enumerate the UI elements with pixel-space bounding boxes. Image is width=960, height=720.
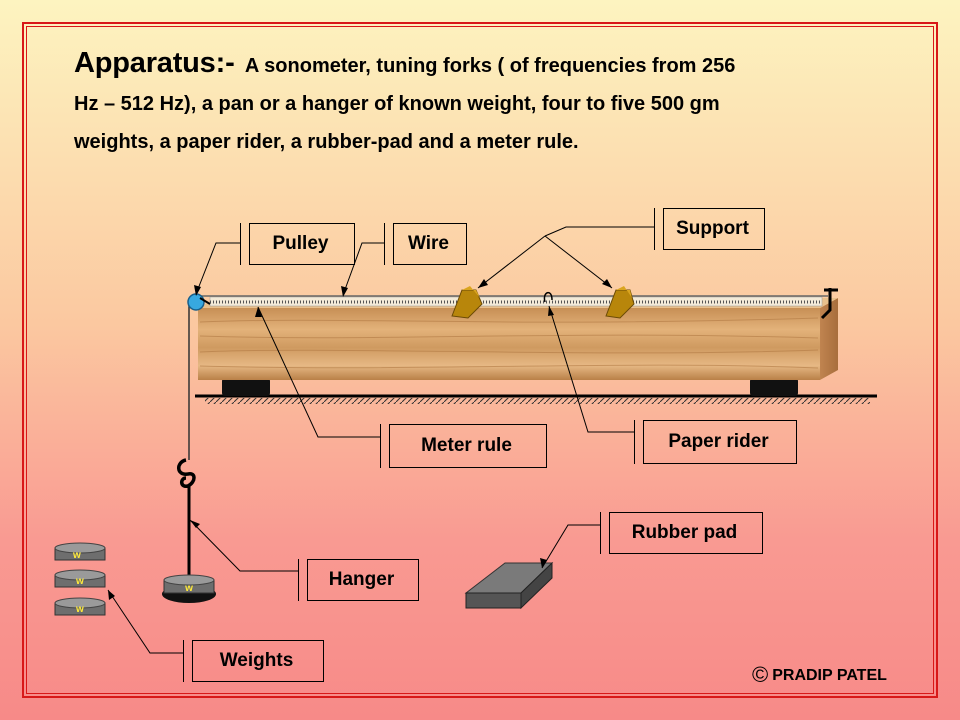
label-paper-rider-text: Paper rider [668,431,769,452]
weight-3: w [54,597,106,616]
pulley-bracket [199,297,211,305]
heading-line-1: A sonometer, tuning forks ( of frequenci… [244,55,736,77]
weight-1: w [54,542,106,561]
board-foot-left [222,378,270,396]
label-paper-rider: Paper rider [634,420,797,464]
outer-frame [22,22,938,698]
label-support-text: Support [676,218,749,239]
label-hanger-text: Hanger [328,569,395,590]
apparatus-heading: Apparatus:- A sonometer, tuning forks ( … [74,44,894,161]
label-pulley: Pulley [240,223,355,265]
sonometer-box [198,298,838,380]
weights-stack: w w w [54,542,106,616]
label-wire-text: Wire [407,233,449,254]
label-meter-rule-text: Meter rule [421,435,512,456]
weight-mark-3: w [75,604,84,615]
label-rubber-pad-text: Rubber pad [631,522,738,543]
hanger: w [162,458,216,603]
label-pulley-text: Pulley [272,233,329,254]
copyright-text: PRADIP PATEL [772,667,887,684]
weight-mark-2: w [75,576,84,587]
heading-line-2: Hz – 512 Hz), a pan or a hanger of known… [74,93,720,115]
label-weights: Weights [183,640,324,682]
bridge-left [451,286,483,319]
leader-lines [107,226,654,654]
label-hanger: Hanger [298,559,419,601]
weight-mark-1: w [72,550,81,561]
leader-arrowheads [108,279,612,600]
hanger-weight-mark: w [184,583,193,594]
label-rubber-pad: Rubber pad [600,512,763,554]
bridge-right [605,286,635,319]
weight-2: w [54,569,106,588]
copyright-symbol: © [752,662,769,687]
tension-peg [820,288,832,320]
rubber-pad [464,561,554,610]
heading-title: Apparatus:- [74,47,235,79]
pulley-wheel [187,293,205,311]
label-meter-rule: Meter rule [380,424,547,468]
label-weights-text: Weights [219,650,294,671]
copyright: ©PRADIP PATEL [752,662,887,688]
meter-rule [209,296,823,307]
paper-rider [543,291,553,303]
label-support: Support [654,208,765,250]
heading-line-3: weights, a paper rider, a rubber-pad and… [74,131,579,153]
inner-frame [26,26,934,694]
label-wire: Wire [384,223,467,265]
ground-hatch [205,398,870,404]
board-foot-right [750,378,798,396]
